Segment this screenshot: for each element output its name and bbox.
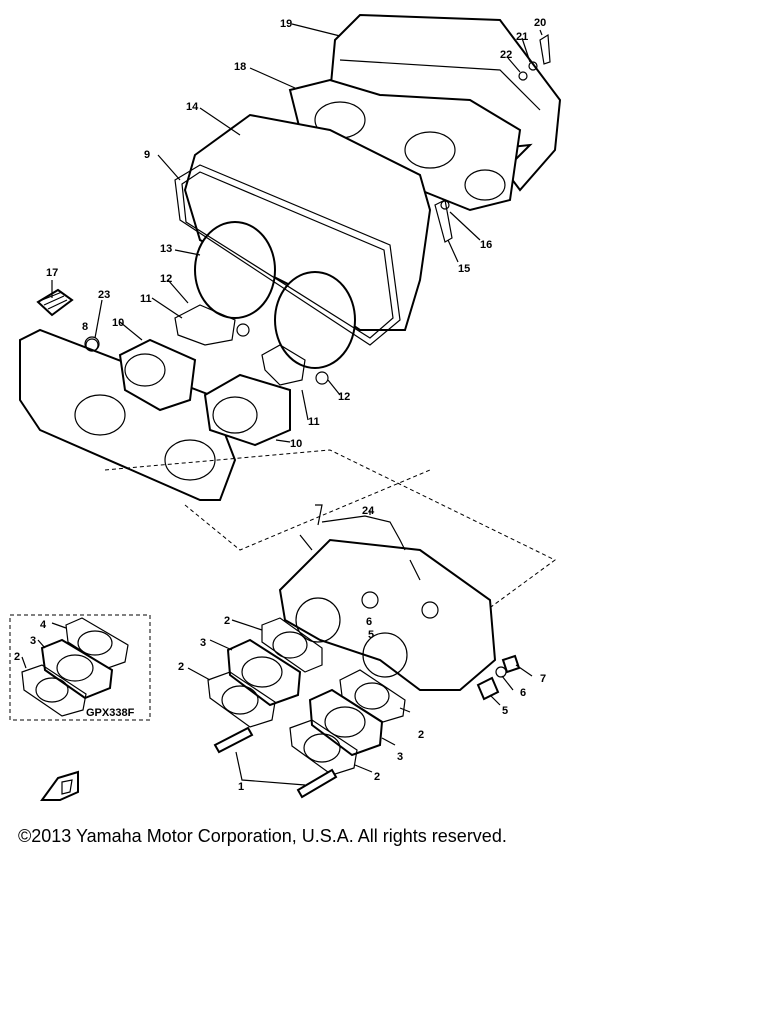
label-10-lower: 10 [290, 438, 302, 450]
air-joint-10-upper [118, 338, 197, 412]
band-11-upper [174, 304, 236, 346]
screw-12-upper [236, 323, 250, 337]
washer-21 [528, 61, 538, 71]
gasket-2-left-lower [207, 671, 276, 728]
label-4-inset: 4 [40, 619, 47, 631]
front-arrow-icon [40, 770, 79, 801]
leader-lines [21, 23, 543, 773]
grommet-23 [84, 336, 100, 352]
label-6: 6 [520, 687, 526, 699]
stud-1-lower [296, 768, 338, 799]
exploded-parts-diagram: 19 18 14 9 13 12 11 10 23 8 17 12 11 10 … [9, 13, 562, 801]
cap-17 [36, 288, 74, 317]
label-9: 9 [144, 149, 150, 161]
screw-12-lower [315, 371, 329, 385]
inset-code: GPX338F [86, 707, 135, 719]
band-11-lower [261, 344, 306, 386]
label-5: 5 [502, 705, 508, 717]
label-18: 18 [234, 61, 246, 73]
air-cleaner-case-14 [183, 113, 432, 369]
label-17: 17 [46, 267, 58, 279]
label-19: 19 [280, 18, 292, 30]
label-12-lower: 12 [338, 391, 350, 403]
washer-22 [518, 71, 528, 81]
label-23: 23 [98, 289, 110, 301]
label-14: 14 [186, 101, 199, 113]
label-2-d: 2 [374, 771, 380, 783]
stud-1-upper [213, 726, 254, 754]
label-3-b: 3 [397, 751, 403, 763]
gasket-2-right-lower [289, 719, 358, 776]
label-2-inset: 2 [14, 651, 20, 663]
label-11-lower: 11 [308, 416, 320, 428]
cable-24 [315, 504, 406, 551]
nut-7 [501, 654, 521, 674]
label-10-upper: 10 [112, 317, 124, 329]
label-8: 8 [82, 321, 88, 333]
carburetor-assembly [278, 534, 497, 691]
label-1: 1 [238, 781, 244, 793]
spacer-3-right [308, 688, 384, 757]
washer-6 [495, 666, 507, 678]
label-6-center: 6 [366, 616, 372, 628]
washer-16 [440, 200, 450, 210]
bolt-20 [539, 33, 551, 65]
label-3-inset: 3 [30, 635, 36, 647]
gasket-9 [174, 164, 401, 346]
copyright-text: ©2013 Yamaha Motor Corporation, U.S.A. A… [18, 826, 507, 846]
label-22: 22 [500, 49, 512, 61]
alignment-dashed-lines [104, 449, 556, 616]
inset-detail [9, 614, 151, 721]
bolt-15 [434, 199, 453, 243]
label-21: 21 [516, 31, 528, 43]
label-11-upper: 11 [140, 293, 152, 305]
label-3-a: 3 [200, 637, 206, 649]
leader-1 [235, 751, 306, 786]
label-24: 24 [362, 505, 375, 517]
gasket-2-left-upper [261, 617, 323, 673]
label-2-a: 2 [224, 615, 230, 627]
mounting-plate-8 [19, 328, 237, 501]
label-13: 13 [160, 243, 172, 255]
air-joint-10-lower [203, 373, 291, 447]
label-2-c: 2 [418, 729, 424, 741]
label-20: 20 [534, 17, 546, 29]
label-16: 16 [480, 239, 492, 251]
label-15: 15 [458, 263, 470, 275]
spacer-3-left [226, 638, 302, 707]
label-5-center: 5 [368, 629, 374, 641]
label-7: 7 [540, 673, 546, 685]
label-2-b: 2 [178, 661, 184, 673]
nut-5 [476, 676, 500, 701]
label-12-upper: 12 [160, 273, 172, 285]
